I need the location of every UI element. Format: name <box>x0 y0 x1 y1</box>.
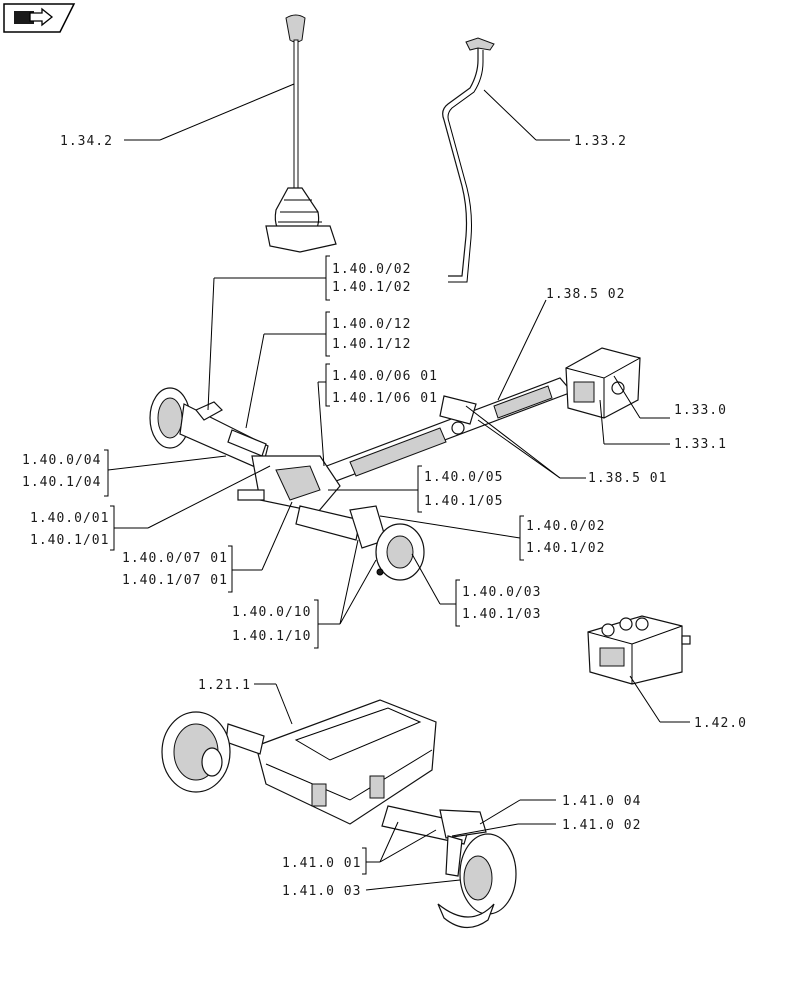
callout-1-40-1-01[interactable]: 1.40.1/01 <box>30 533 109 548</box>
leader-lines <box>107 83 690 891</box>
gear-lever <box>265 14 337 253</box>
callout-1-40-1-10[interactable]: 1.40.1/10 <box>232 629 311 644</box>
callout-1-40-1-05[interactable]: 1.40.1/05 <box>424 494 503 509</box>
drive-shaft <box>314 377 574 485</box>
callout-1-41-0-01[interactable]: 1.41.0 01 <box>282 856 361 871</box>
hydraulic-pump <box>587 615 691 685</box>
callout-1-40-1-07-01[interactable]: 1.40.1/07 01 <box>122 573 228 588</box>
callout-1-33-2[interactable]: 1.33.2 <box>574 134 627 149</box>
callout-1-40-1-04[interactable]: 1.40.1/04 <box>22 475 101 490</box>
callout-1-40-0-03[interactable]: 1.40.0/03 <box>462 585 541 600</box>
callout-1-40-0-07-01[interactable]: 1.40.0/07 01 <box>122 551 228 566</box>
arrow-right-folder-icon <box>14 7 54 27</box>
callout-1-40-1-06-01[interactable]: 1.40.1/06 01 <box>332 391 438 406</box>
chassis-frame <box>161 699 437 825</box>
brackets <box>104 255 524 875</box>
callout-1-40-0-06-01[interactable]: 1.40.0/06 01 <box>332 369 438 384</box>
callout-1-40-1-02[interactable]: 1.40.1/02 <box>332 280 411 295</box>
transfer-box <box>565 347 641 419</box>
callout-1-40-0-04[interactable]: 1.40.0/04 <box>22 453 101 468</box>
callout-1-41-0-03[interactable]: 1.41.0 03 <box>282 884 361 899</box>
callout-1-42-0[interactable]: 1.42.0 <box>694 716 747 731</box>
callout-1-33-0[interactable]: 1.33.0 <box>674 403 727 418</box>
callout-1-21-1[interactable]: 1.21.1 <box>198 678 251 693</box>
callout-1-40-0-02[interactable]: 1.40.0/02 <box>332 262 411 277</box>
callout-1-40-1-02-right[interactable]: 1.40.1/02 <box>526 541 605 556</box>
callout-1-34-2[interactable]: 1.34.2 <box>60 134 113 149</box>
front-axle <box>149 387 425 581</box>
callout-1-40-0-12[interactable]: 1.40.0/12 <box>332 317 411 332</box>
callout-1-33-1[interactable]: 1.33.1 <box>674 437 727 452</box>
brake-lever <box>442 37 495 283</box>
callout-1-38-5-02[interactable]: 1.38.5 02 <box>546 287 625 302</box>
rear-axle <box>381 805 517 929</box>
callout-1-41-0-02[interactable]: 1.41.0 02 <box>562 818 641 833</box>
callout-labels: 1.34.2 1.33.2 1.40.0/02 1.40.1/02 1.40.0… <box>22 134 747 899</box>
callout-1-40-0-02-right[interactable]: 1.40.0/02 <box>526 519 605 534</box>
callout-1-40-0-05[interactable]: 1.40.0/05 <box>424 470 503 485</box>
callout-1-40-0-10[interactable]: 1.40.0/10 <box>232 605 311 620</box>
callout-1-40-1-03[interactable]: 1.40.1/03 <box>462 607 541 622</box>
callout-1-40-1-12[interactable]: 1.40.1/12 <box>332 337 411 352</box>
callout-1-40-0-01[interactable]: 1.40.0/01 <box>30 511 109 526</box>
callout-1-41-0-04[interactable]: 1.41.0 04 <box>562 794 641 809</box>
navigation-button[interactable] <box>3 3 76 33</box>
callout-1-38-5-01[interactable]: 1.38.5 01 <box>588 471 667 486</box>
